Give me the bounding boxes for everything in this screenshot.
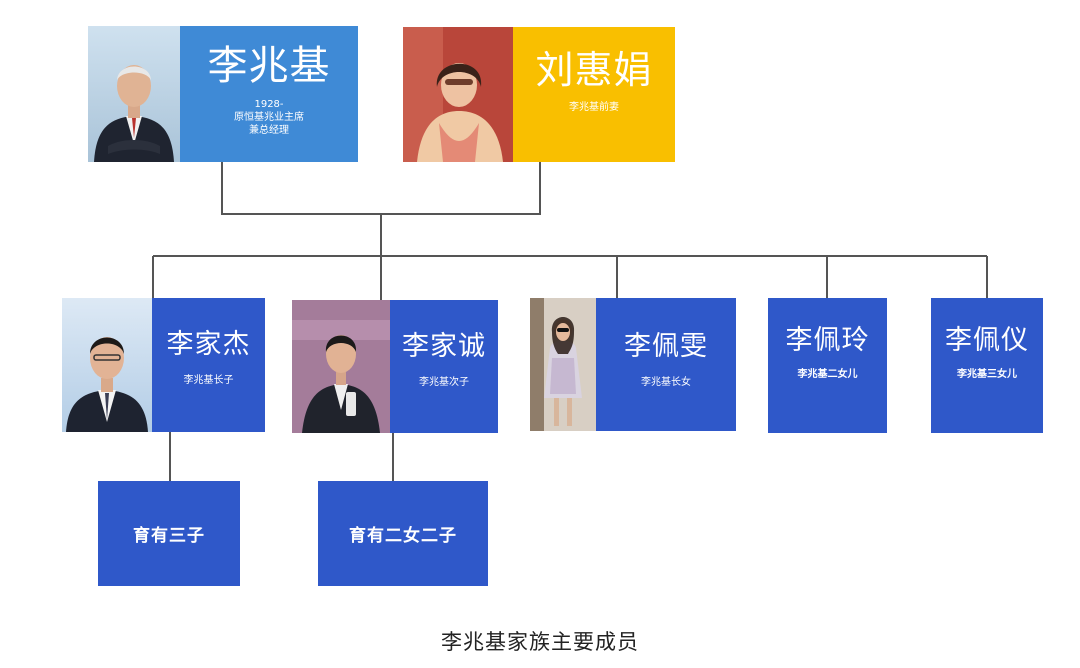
child-1-photo (62, 298, 152, 432)
child-5-relation: 李兆基三女儿 (957, 369, 1017, 380)
father-role-line1: 原恒基兆业主席 (234, 112, 304, 123)
child-5-text: 李佩仪 李兆基三女儿 (931, 298, 1043, 433)
child-card-1: 李家杰 李兆基长子 (62, 298, 265, 432)
grandchildren-card-1: 育有三子 (98, 481, 240, 586)
child-4-text: 李佩玲 李兆基二女儿 (768, 298, 887, 433)
mother-relation: 李兆基前妻 (569, 102, 619, 113)
child-5-name: 李佩仪 (945, 325, 1029, 356)
grandchildren-2-label: 育有二女二子 (349, 526, 457, 546)
father-card: 李兆基 1928- 原恒基兆业主席 兼总经理 (88, 26, 358, 162)
grandchildren-card-2: 育有二女二子 (318, 481, 488, 586)
child-1-relation: 李兆基长子 (183, 375, 234, 386)
father-name: 李兆基 (207, 43, 331, 89)
child-card-4: 李佩玲 李兆基二女儿 (768, 298, 887, 433)
child-1-text: 李家杰 李兆基长子 (152, 298, 265, 432)
child-2-text: 李家诚 李兆基次子 (390, 300, 498, 433)
child-3-photo (530, 298, 596, 431)
mother-photo (403, 27, 513, 162)
child-3-relation: 李兆基长女 (641, 377, 691, 388)
child-2-photo (292, 300, 390, 433)
mother-card: 刘惠娟 李兆基前妻 (403, 27, 675, 162)
child-2-name: 李家诚 (402, 331, 486, 362)
father-years: 1928- (254, 99, 284, 110)
child-card-2: 李家诚 李兆基次子 (292, 300, 498, 433)
mother-text: 刘惠娟 李兆基前妻 (513, 27, 675, 162)
mother-name: 刘惠娟 (535, 48, 653, 92)
diagram-caption: 李兆基家族主要成员 (441, 630, 639, 654)
father-role-line2: 兼总经理 (249, 125, 289, 136)
father-text: 李兆基 1928- 原恒基兆业主席 兼总经理 (180, 26, 358, 162)
father-photo (88, 26, 180, 162)
child-3-name: 李佩雯 (624, 331, 708, 362)
child-4-relation: 李兆基二女儿 (797, 369, 858, 380)
child-1-name: 李家杰 (166, 329, 251, 360)
child-4-name: 李佩玲 (785, 325, 870, 356)
child-card-3: 李佩雯 李兆基长女 (530, 298, 736, 431)
child-card-5: 李佩仪 李兆基三女儿 (931, 298, 1043, 433)
grandchildren-1-label: 育有三子 (133, 526, 205, 546)
child-2-relation: 李兆基次子 (419, 377, 469, 388)
child-3-text: 李佩雯 李兆基长女 (596, 298, 736, 431)
